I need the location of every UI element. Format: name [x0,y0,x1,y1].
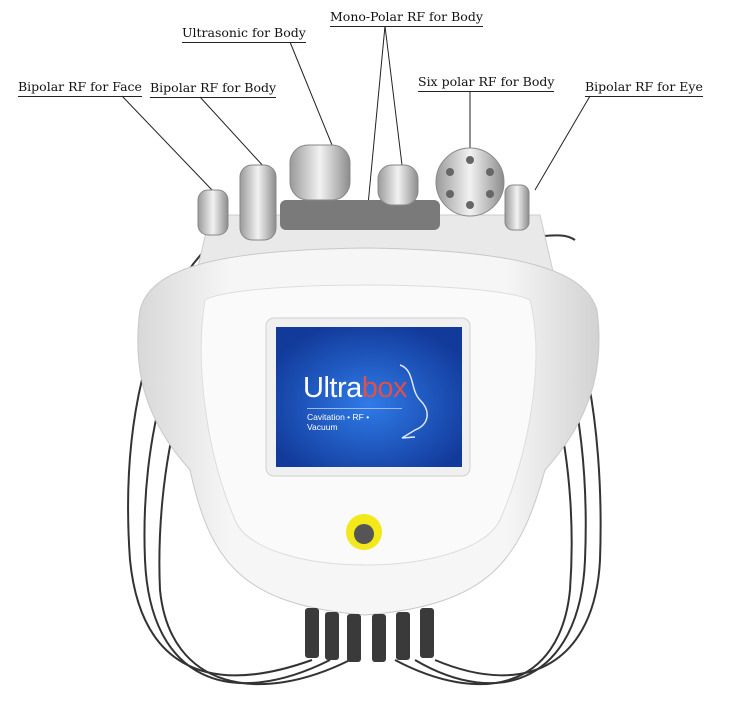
label-monopolar-body: Mono-Polar RF for Body [330,9,483,27]
handpieces [197,144,530,241]
brand-part1: Ultra [303,372,362,404]
mermaid-logo-icon [399,364,428,439]
leader-lines [121,25,591,206]
label-sixpolar-body: Six polar RF for Body [418,74,555,92]
brand-part2: box [361,372,408,404]
brand-tagline: Cavitation • RF • Vacuum [307,408,402,432]
label-ultrasonic-body: Ultrasonic for Body [182,25,306,43]
label-bipolar-face: Bipolar RF for Face [18,79,142,97]
holder-bar [280,200,440,230]
display-screen [276,327,462,467]
label-bipolar-eye: Bipolar RF for Eye [585,79,703,97]
cables [127,219,602,686]
connector-ports [305,608,434,662]
label-bipolar-body: Bipolar RF for Body [150,80,277,98]
brand-logo: Ultrabox [303,372,408,405]
